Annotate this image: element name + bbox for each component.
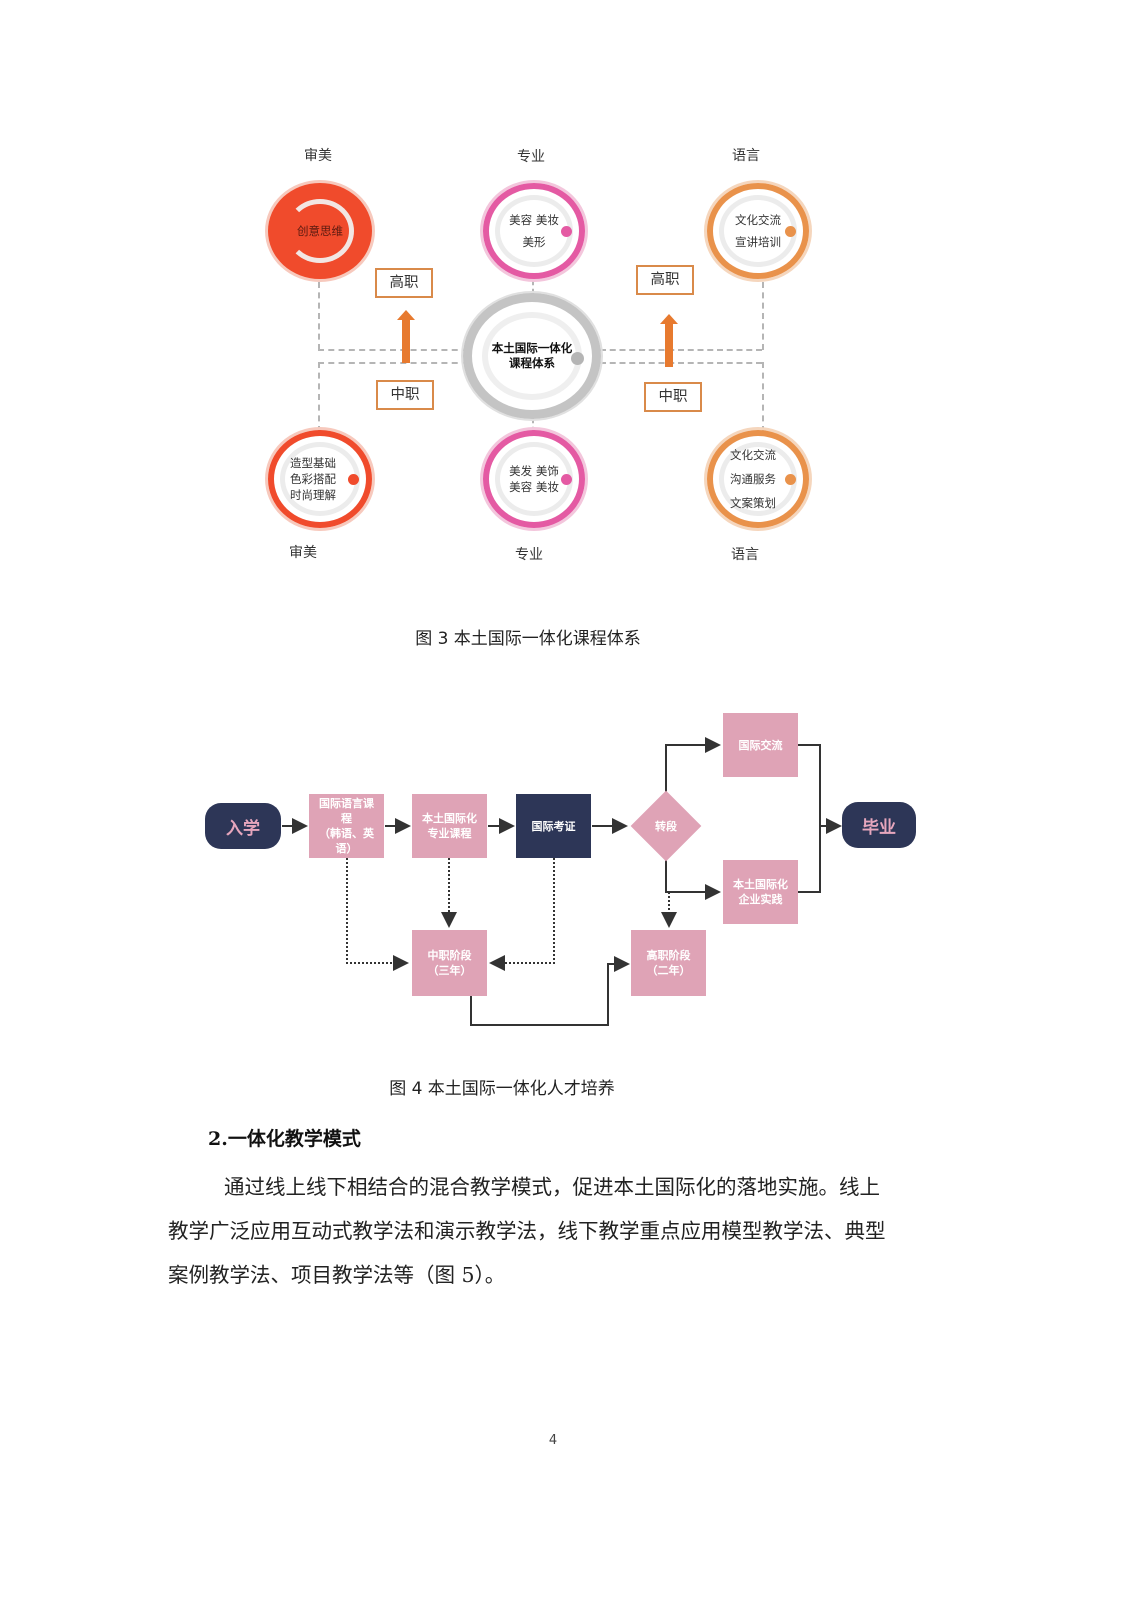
flow-connector xyxy=(798,744,821,893)
up-arrow-icon xyxy=(397,310,415,363)
circle-item: 造型基础 xyxy=(290,456,336,470)
circle-item: 文化交流 xyxy=(730,448,776,462)
connector-line xyxy=(318,362,468,364)
level-box-secondary: 中职 xyxy=(644,382,702,412)
level-box-higher: 高职 xyxy=(636,265,694,295)
circle-item: 文案策划 xyxy=(730,496,776,510)
flow-arrow xyxy=(470,956,630,1026)
node-text: （韩语、英 xyxy=(319,827,374,840)
language-course-node: 国际语言课 程 （韩语、英 语） xyxy=(309,794,384,858)
circle-item: 文化交流 xyxy=(735,213,781,227)
circle-item: 时尚理解 xyxy=(290,488,336,502)
page-number: 4 xyxy=(548,1433,558,1448)
indicator-dot xyxy=(785,226,796,237)
figure-3-caption: 图 3 本土国际一体化课程体系 xyxy=(415,629,641,649)
circle-item: 宣讲培训 xyxy=(735,235,781,249)
flow-arrow xyxy=(665,737,721,795)
category-label: 语言 xyxy=(732,148,760,164)
category-label: 语言 xyxy=(731,547,759,563)
level-box-secondary: 中职 xyxy=(376,380,434,410)
up-arrow-icon xyxy=(660,314,678,367)
center-circle: 本土国际一体化 课程体系 xyxy=(463,293,601,419)
category-label: 专业 xyxy=(517,149,545,165)
secondary-stage-node: 中职阶段 （三年） xyxy=(412,930,487,996)
figure-4-caption: 图 4 本土国际一体化人才培养 xyxy=(389,1079,615,1099)
circle-item: 创意思维 xyxy=(297,224,343,238)
higher-stage-node: 高职阶段 （二年） xyxy=(631,930,706,996)
language-lower-circle: 文化交流 沟通服务 文案策划 xyxy=(707,430,809,528)
category-label: 专业 xyxy=(515,547,543,563)
indicator-dot xyxy=(561,474,572,485)
connector-line xyxy=(762,282,764,350)
section-heading: 2.一体化教学模式 xyxy=(208,1128,361,1150)
center-title-line: 课程体系 xyxy=(509,356,555,370)
flow-arrow xyxy=(665,858,721,900)
circle-item: 美容 美妆 xyxy=(509,480,559,494)
profession-upper-circle: 美容 美妆 美形 xyxy=(483,183,585,279)
connector-line xyxy=(532,418,534,432)
node-text: 中职阶段 xyxy=(427,949,472,962)
connector-line xyxy=(318,362,320,432)
node-text: 本土国际化 xyxy=(422,812,477,825)
connector-line xyxy=(600,362,762,364)
indicator-dot xyxy=(561,226,572,237)
connector-line xyxy=(600,349,762,351)
circle-item: 沟通服务 xyxy=(730,472,776,486)
circle-item: 美发 美饰 xyxy=(509,464,559,478)
flowchart-connectors xyxy=(282,737,842,1026)
indicator-dot xyxy=(348,474,359,485)
node-text: 企业实践 xyxy=(738,893,783,906)
dotted-arrow xyxy=(346,858,409,971)
aesthetics-lower-circle: 造型基础 色彩搭配 时尚理解 xyxy=(268,430,372,528)
node-text: 转段 xyxy=(655,820,677,833)
paragraph-line: 案例教学法、项目教学法等（图 5）。 xyxy=(168,1263,506,1287)
profession-lower-circle: 美发 美饰 美容 美妆 xyxy=(483,430,585,528)
connector-line xyxy=(532,280,534,294)
localized-course-node: 本土国际化 专业课程 xyxy=(412,794,487,858)
center-title-line: 本土国际一体化 xyxy=(491,341,573,355)
start-node: 入学 xyxy=(205,803,281,849)
end-node: 毕业 xyxy=(842,802,916,848)
node-text: 本土国际化 xyxy=(733,878,788,891)
international-exchange-node: 国际交流 xyxy=(723,713,798,777)
connector-line xyxy=(318,349,468,351)
body-paragraph: 通过线上线下相结合的混合教学模式，促进本土国际化的落地实施。线上 教学广泛应用互… xyxy=(168,1165,958,1297)
node-text: （三年） xyxy=(427,964,472,977)
node-text: 语） xyxy=(335,842,358,855)
language-upper-circle: 文化交流 宣讲培训 xyxy=(707,183,809,279)
connector-line xyxy=(762,362,764,432)
circle-item: 色彩搭配 xyxy=(290,472,336,486)
node-text: 专业课程 xyxy=(427,827,472,840)
enterprise-practice-node: 本土国际化 企业实践 xyxy=(723,860,798,924)
paragraph-line: 教学广泛应用互动式教学法和演示教学法，线下教学重点应用模型教学法、典型 xyxy=(168,1219,886,1243)
paragraph-line: 通过线上线下相结合的混合教学模式，促进本土国际化的落地实施。线上 xyxy=(224,1175,880,1199)
transition-decision-node: 转段 xyxy=(630,790,702,862)
category-label: 审美 xyxy=(289,545,317,561)
node-text: 国际语言课 xyxy=(319,797,374,810)
certification-node: 国际考证 xyxy=(516,794,591,858)
node-text: （二年） xyxy=(646,964,691,977)
category-label: 审美 xyxy=(304,148,332,164)
indicator-dot xyxy=(571,352,584,365)
aesthetics-upper-circle: 创意思维 xyxy=(268,183,372,279)
node-text: 高职阶段 xyxy=(646,949,691,962)
dotted-arrow xyxy=(489,858,555,971)
connector-line xyxy=(318,282,320,350)
ring-arc xyxy=(286,199,354,263)
indicator-dot xyxy=(785,474,796,485)
circle-item: 美形 xyxy=(522,235,546,249)
circle-item: 美容 美妆 xyxy=(509,213,559,227)
node-text: 程 xyxy=(341,812,352,825)
level-box-higher: 高职 xyxy=(375,268,433,298)
